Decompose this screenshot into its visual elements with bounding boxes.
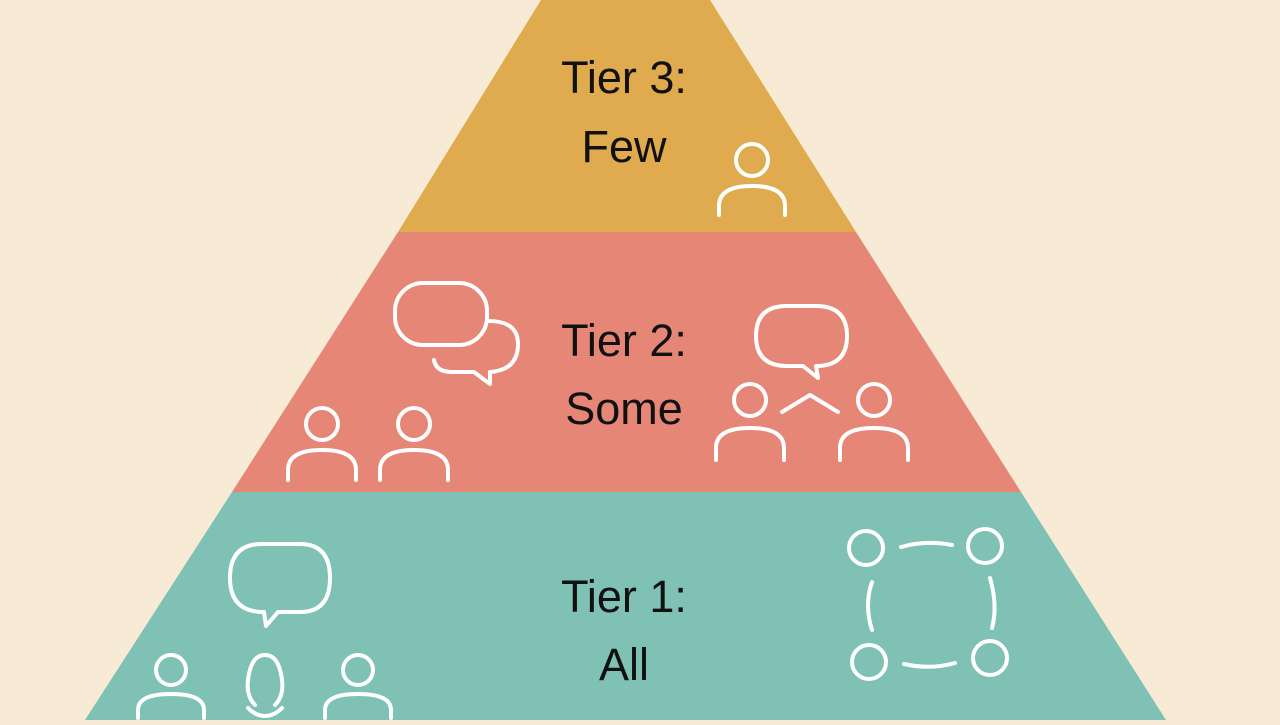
speech-bubble-icon [754,304,849,380]
tier-3-heading: Tier 3: [561,52,687,103]
tier-1-band [85,492,1166,720]
speech-bubble-icon-tier1 [228,542,332,628]
group-with-lightbulb-icon [136,653,393,720]
people-pair-icon [286,406,450,482]
tier-2-heading: Tier 2: [561,315,687,366]
people-connected-icon [714,382,910,462]
cycle-icon [847,527,1009,681]
person-icon [717,142,787,217]
speech-bubbles-icon [393,281,520,386]
tier-1-heading: Tier 1: [561,571,687,622]
tier-2-subtitle: Some [565,383,683,434]
tier-3-subtitle: Few [581,121,667,172]
tier-1-subtitle: All [599,639,649,690]
